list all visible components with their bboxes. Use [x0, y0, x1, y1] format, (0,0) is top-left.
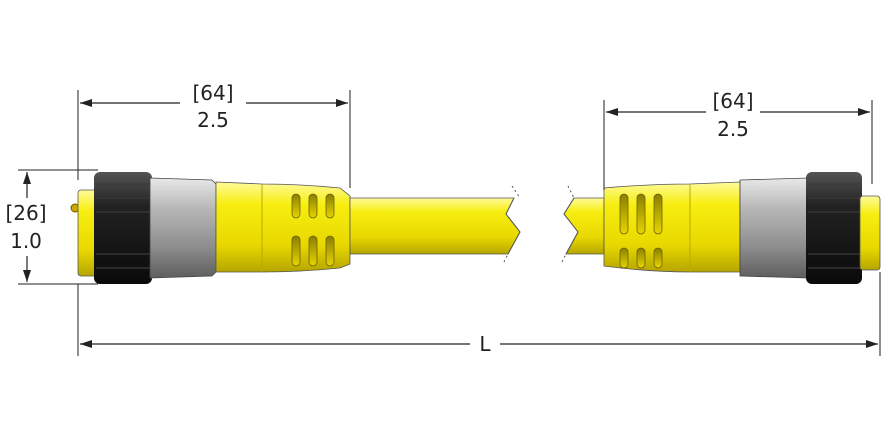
right-coupling	[739, 177, 809, 279]
left-length-dimension: [64] 2.5	[77, 81, 351, 188]
right-length-mm: [64]	[712, 89, 753, 113]
diameter-mm: [26]	[5, 201, 46, 225]
right-length-in: 2.5	[717, 117, 749, 141]
right-length-dimension: [64] 2.5	[603, 89, 873, 190]
cable-left-segment	[349, 197, 521, 255]
diameter-in: 1.0	[10, 229, 42, 253]
left-connector	[70, 172, 351, 284]
right-nut-knurl	[808, 183, 860, 269]
diameter-dimension: [26] 1.0	[5, 169, 98, 285]
right-grip-slots	[619, 193, 663, 269]
cable-right-segment	[563, 197, 605, 255]
right-connector	[603, 172, 881, 284]
overall-length-dimension: L	[77, 272, 881, 356]
left-grip-slots	[291, 193, 335, 267]
left-coupling	[149, 177, 217, 279]
cable-break-left	[505, 197, 521, 255]
right-nose	[859, 195, 881, 271]
overall-length-label: L	[479, 332, 491, 356]
left-nut	[94, 172, 152, 284]
left-length-in: 2.5	[197, 108, 229, 132]
left-nut-knurl	[96, 183, 150, 269]
left-length-mm: [64]	[192, 81, 233, 105]
cable-break-right	[563, 197, 579, 255]
right-nut	[806, 172, 862, 284]
